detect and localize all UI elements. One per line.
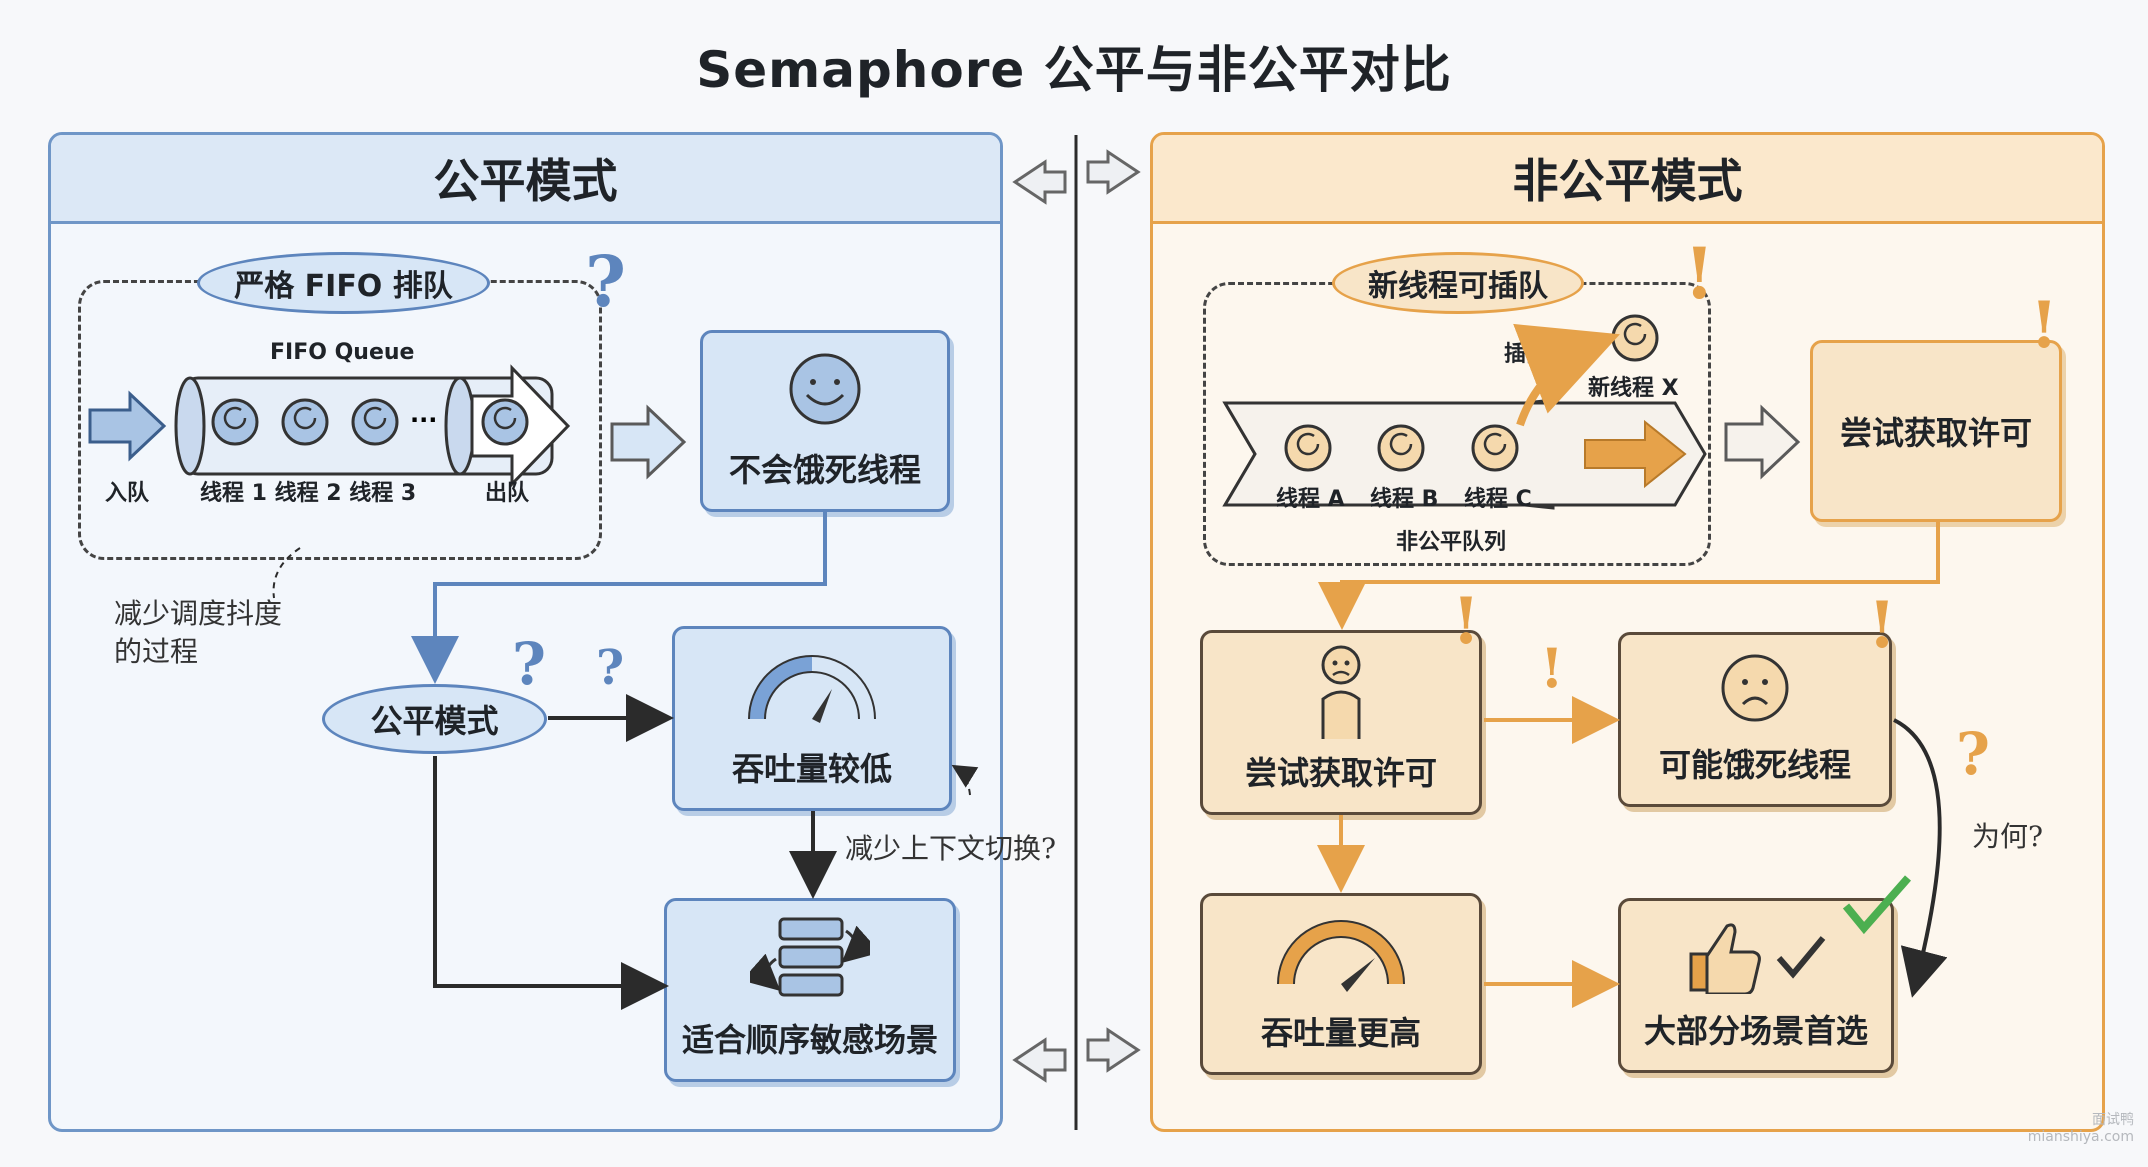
question-mark-3: ? — [596, 640, 625, 696]
thread-a-label: 线程 A — [1276, 487, 1345, 512]
watermark: 面试鸭 mianshiya.com — [2028, 1109, 2134, 1145]
double-arrow-bottom — [1012, 1027, 1141, 1083]
thread-b-label: 线程 B — [1370, 487, 1439, 512]
may-starve-label: 可能饿死线程 — [1658, 746, 1851, 784]
low-throughput-card: 吞吐量较低 — [672, 626, 952, 811]
dequeue-label: 出队 — [485, 481, 530, 506]
preferred-label: 大部分场景首选 — [1643, 1012, 1868, 1050]
order-sensitive-label: 适合顺序敏感场景 — [681, 1021, 938, 1059]
high-throughput-card: 吞吐量更高 — [1200, 893, 1482, 1075]
enqueue-label: 入队 — [105, 481, 150, 506]
note-scheduling: 减少调度抖度 的过程 — [114, 597, 283, 668]
fair-mode-pill: 公平模式 — [322, 684, 547, 754]
question-mark-orange: ? — [1956, 720, 1990, 788]
arrow-to-no-starve — [610, 404, 687, 480]
fifo-queue-graphic: ··· — [88, 364, 571, 488]
note-context: 减少上下文切换? — [845, 832, 1057, 865]
unfair-mode-header: 非公平模式 — [1153, 135, 2102, 224]
question-mark-2: ? — [512, 630, 546, 698]
try-acquire-label: 尝试获取许可 — [1244, 754, 1437, 792]
unfair-queue-arrow — [1222, 401, 1707, 507]
diagram-title: Semaphore 公平与非公平对比 — [696, 41, 1452, 99]
watermark-url: mianshiya.com — [2027, 1129, 2134, 1145]
queue-ellipsis: ··· — [410, 406, 437, 434]
gauge-icon — [748, 654, 876, 723]
no-starve-card: 不会饿死线程 — [700, 330, 950, 512]
try-acquire-card: 尝试获取许可 — [1200, 630, 1482, 815]
exclaim-mark-2: ! — [2030, 288, 2059, 363]
threads-label: 线程 1 线程 2 线程 3 — [200, 481, 417, 506]
question-mark: ? — [585, 240, 627, 323]
gauge-icon-orange — [1277, 920, 1405, 992]
sad-person-icon — [1321, 645, 1361, 739]
barge-curve-arrow — [1513, 323, 1620, 427]
exclaim-mark-4: ! — [1540, 636, 1564, 700]
arrow-to-try-acquire — [1724, 404, 1801, 480]
thread-c-label: 线程 C — [1464, 487, 1532, 512]
exclaim-mark-5: ! — [1868, 588, 1897, 663]
exclaim-mark-3: ! — [1452, 584, 1481, 659]
enqueue-arrow — [88, 390, 167, 462]
fair-mode-header: 公平模式 — [51, 135, 1000, 224]
green-check-icon — [1842, 875, 1912, 935]
why-note: 为何? — [1972, 820, 2044, 853]
stack-icon — [750, 917, 870, 997]
no-starve-label: 不会饿死线程 — [728, 451, 921, 489]
unfair-queue-label: 非公平队列 — [1396, 530, 1507, 555]
unfair-queue-graphic — [1222, 314, 1707, 510]
smile-icon — [789, 353, 861, 425]
low-throughput-label: 吞吐量较低 — [731, 750, 892, 788]
thread-circles — [211, 398, 529, 446]
high-throughput-label: 吞吐量更高 — [1260, 1014, 1421, 1052]
try-acquire-top-card: 尝试获取许可 — [1810, 340, 2062, 522]
fifo-pill: 严格 FIFO 排队 — [197, 252, 490, 314]
thumbs-up-check-icon — [1689, 922, 1826, 994]
watermark-cn: 面试鸭 — [2092, 1112, 2134, 1128]
try-acquire-top-label: 尝试获取许可 — [1839, 414, 2032, 452]
barge-pill: 新线程可插队 — [1332, 252, 1584, 314]
exclaim-mark: ! — [1684, 232, 1715, 315]
orange-arrow — [1584, 419, 1687, 489]
fifo-queue-title: FIFO Queue — [270, 340, 415, 365]
sad-face-icon — [1721, 654, 1789, 721]
double-arrow-top — [1012, 149, 1141, 205]
